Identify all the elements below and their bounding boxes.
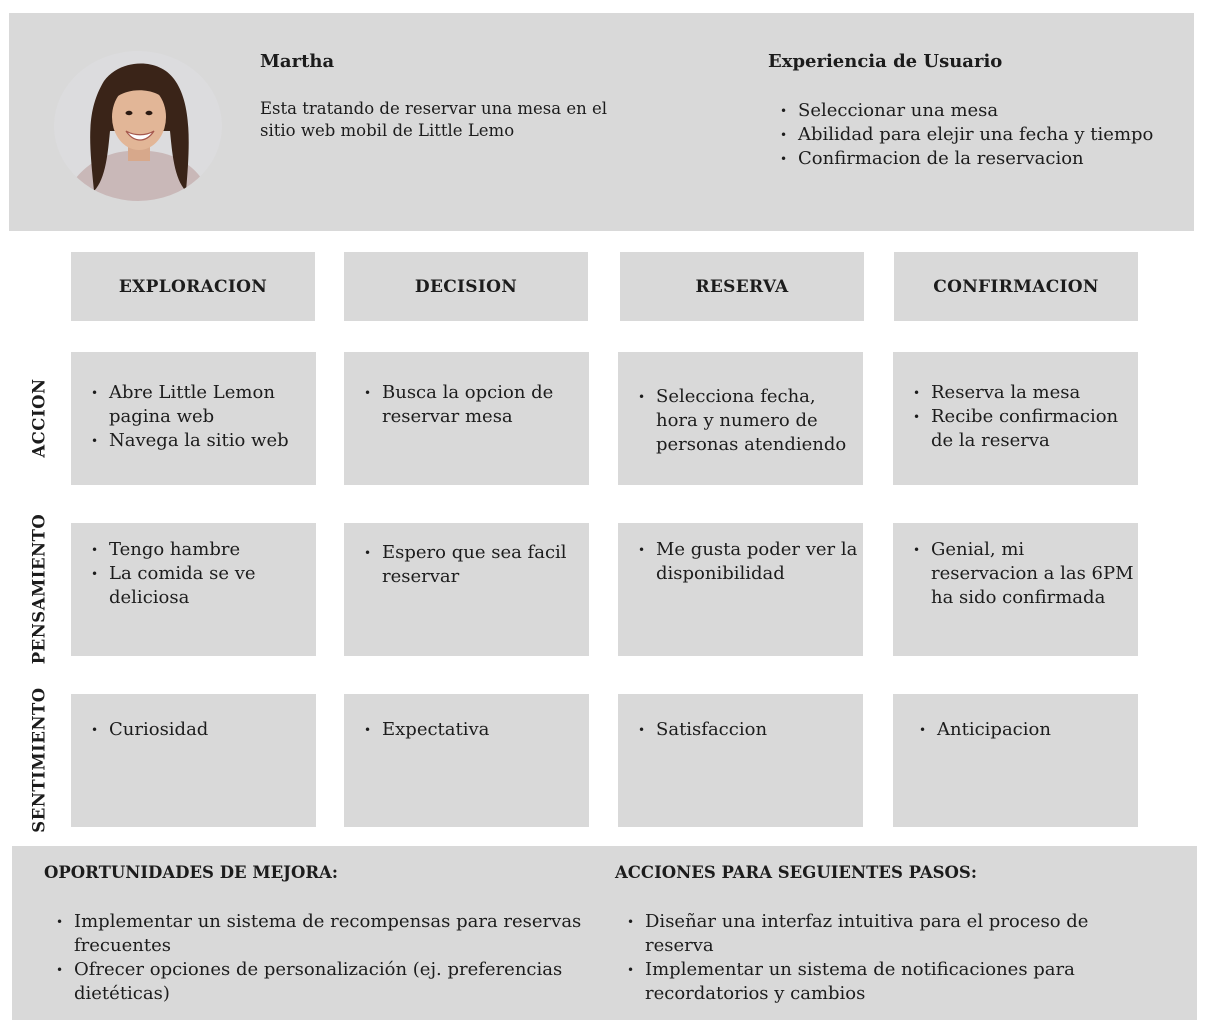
persona-photo bbox=[54, 51, 222, 201]
list-item: La comida se ve deliciosa bbox=[71, 562, 312, 610]
cell-accion-exploracion: Abre Little Lemon pagina web Navega la s… bbox=[71, 352, 316, 485]
list-item: Selecciona fecha, hora y numero de perso… bbox=[618, 385, 859, 457]
cell-sentimiento-confirmacion: Anticipacion bbox=[893, 694, 1138, 827]
list-item: Navega la sitio web bbox=[71, 429, 312, 453]
list-item: Confirmacion de la reservacion bbox=[760, 147, 1160, 171]
cell-pensamiento-confirmacion: Genial, mi reservacion a las 6PM ha sido… bbox=[893, 523, 1138, 656]
cell-accion-confirmacion: Reserva la mesa Recibe confirmacion de l… bbox=[893, 352, 1138, 485]
persona-card: Martha Esta tratando de reservar una mes… bbox=[9, 13, 1194, 231]
list-item: Genial, mi reservacion a las 6PM ha sido… bbox=[893, 538, 1134, 610]
list-item: Abre Little Lemon pagina web bbox=[71, 381, 312, 429]
cell-accion-reserva: Selecciona fecha, hora y numero de perso… bbox=[618, 352, 863, 485]
ux-title: Experiencia de Usuario bbox=[768, 51, 1003, 72]
list-item: Expectativa bbox=[344, 718, 585, 742]
persona-avatar bbox=[54, 51, 222, 201]
row-label-text: ACCION bbox=[29, 378, 49, 458]
cell-pensamiento-reserva: Me gusta poder ver la disponibilidad bbox=[618, 523, 863, 656]
opportunities-list: Implementar un sistema de recompensas pa… bbox=[36, 910, 596, 1006]
cell-accion-decision: Busca la opcion de reservar mesa bbox=[344, 352, 589, 485]
list-item: Reserva la mesa bbox=[893, 381, 1134, 405]
row-label-text: PENSAMIENTO bbox=[29, 513, 49, 665]
stage-reserva: RESERVA bbox=[620, 252, 864, 321]
opportunities-title: OPORTUNIDADES DE MEJORA: bbox=[44, 863, 338, 882]
list-item: Busca la opcion de reservar mesa bbox=[344, 381, 585, 429]
list-item: Implementar un sistema de recompensas pa… bbox=[36, 910, 596, 958]
stage-exploracion: EXPLORACION bbox=[71, 252, 315, 321]
list-item: Satisfaccion bbox=[618, 718, 859, 742]
list-item: Anticipacion bbox=[899, 718, 1134, 742]
actions-title: ACCIONES PARA SEGUIENTES PASOS: bbox=[615, 863, 977, 882]
list-item: Espero que sea facil reservar bbox=[344, 541, 585, 589]
cell-pensamiento-exploracion: Tengo hambre La comida se ve deliciosa bbox=[71, 523, 316, 656]
list-item: Me gusta poder ver la disponibilidad bbox=[618, 538, 859, 586]
stage-decision: DECISION bbox=[344, 252, 588, 321]
list-item: Tengo hambre bbox=[71, 538, 312, 562]
list-item: Ofrecer opciones de personalización (ej.… bbox=[36, 958, 596, 1006]
list-item: Recibe confirmacion de la reserva bbox=[893, 405, 1134, 453]
list-item: Implementar un sistema de notificaciones… bbox=[607, 958, 1107, 1006]
cell-sentimiento-reserva: Satisfaccion bbox=[618, 694, 863, 827]
actions-list: Diseñar una interfaz intuitiva para el p… bbox=[607, 910, 1107, 1006]
improvement-panel: OPORTUNIDADES DE MEJORA: Implementar un … bbox=[12, 846, 1197, 1020]
persona-name: Martha bbox=[260, 51, 335, 72]
cell-sentimiento-decision: Expectativa bbox=[344, 694, 589, 827]
list-item: Curiosidad bbox=[71, 718, 312, 742]
stage-confirmacion: CONFIRMACION bbox=[894, 252, 1138, 321]
cell-pensamiento-decision: Espero que sea facil reservar bbox=[344, 523, 589, 656]
list-item: Abilidad para elejir una fecha y tiempo bbox=[760, 123, 1160, 147]
list-item: Seleccionar una mesa bbox=[760, 99, 1160, 123]
row-label-text: SENTIMIENTO bbox=[29, 687, 49, 833]
cell-sentimiento-exploracion: Curiosidad bbox=[71, 694, 316, 827]
persona-description: Esta tratando de reservar una mesa en el… bbox=[260, 99, 608, 140]
ux-list: Seleccionar una mesa Abilidad para eleji… bbox=[760, 99, 1160, 171]
list-item: Diseñar una interfaz intuitiva para el p… bbox=[607, 910, 1107, 958]
